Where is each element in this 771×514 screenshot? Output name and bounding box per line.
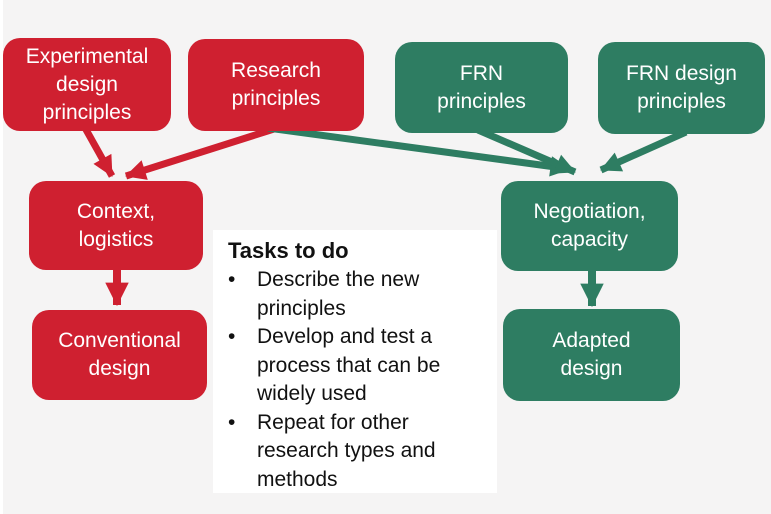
bullet-icon: • bbox=[228, 268, 236, 291]
edge-research-to-negotiation bbox=[267, 124, 571, 177]
task-text: Develop and test a process that can be w… bbox=[257, 325, 441, 405]
node-adapted-design: Adapted design bbox=[503, 309, 680, 401]
node-context-logistics: Context, logistics bbox=[29, 181, 203, 270]
left-edge-strip bbox=[0, 0, 3, 514]
bullet-icon: • bbox=[228, 325, 236, 348]
node-research-principles: Research principles bbox=[188, 39, 364, 131]
node-label: Adapted design bbox=[552, 329, 631, 380]
tasks-panel-title: Tasks to do bbox=[228, 238, 349, 263]
node-frn-principles: FRN principles bbox=[395, 42, 568, 133]
node-label: Negotiation, capacity bbox=[533, 200, 646, 251]
node-label: Experimental design principles bbox=[25, 44, 149, 124]
node-label: FRN principles bbox=[437, 61, 526, 113]
node-label: Conventional design bbox=[58, 329, 181, 380]
node-label: FRN design principles bbox=[626, 62, 737, 113]
task-item: • Describe the new principles bbox=[228, 266, 489, 323]
node-conventional-design: Conventional design bbox=[32, 310, 207, 400]
edge-experimental-to-context bbox=[80, 124, 116, 178]
node-frn-design-principles: FRN design principles bbox=[598, 42, 765, 134]
edge-frn-design-to-negotiation bbox=[599, 128, 688, 174]
node-label: Research principles bbox=[231, 59, 321, 110]
tasks-panel: Tasks to do • Describe the new principle… bbox=[213, 230, 497, 493]
node-label: Context, logistics bbox=[76, 199, 156, 251]
task-item: • Repeat for other research types and me… bbox=[228, 409, 489, 495]
node-experimental-design-principles: Experimental design principles bbox=[3, 38, 171, 131]
task-text: Describe the new principles bbox=[257, 268, 420, 320]
bullet-icon: • bbox=[228, 410, 236, 434]
task-item: • Develop and test a process that can be… bbox=[228, 323, 489, 409]
task-text: Repeat for other research types and meth… bbox=[257, 410, 436, 491]
edge-frn-to-negotiation bbox=[476, 126, 577, 176]
node-negotiation-capacity: Negotiation, capacity bbox=[501, 181, 678, 271]
edge-research-to-context bbox=[124, 125, 276, 180]
